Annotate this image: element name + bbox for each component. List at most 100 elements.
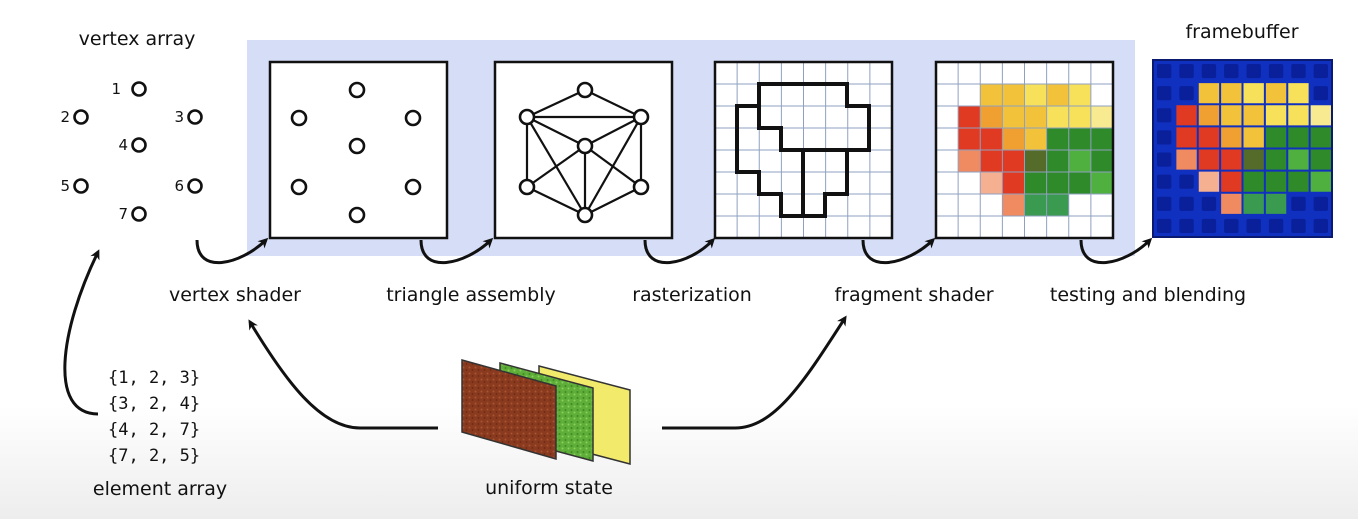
framebuffer-cell [1265,83,1287,104]
fragment-cell [1002,194,1025,216]
framebuffer-bg-cell [1157,174,1172,189]
framebuffer-bg-cell [1201,64,1217,79]
framebuffer-bg-cell [1201,218,1217,233]
fragment-cell [958,150,981,172]
fragment-cell [1002,128,1025,150]
framebuffer-cell [1198,171,1220,192]
framebuffer-cell [1176,149,1197,170]
triangle-assembly-panel [493,60,674,240]
vertex-label-2: 2 [60,108,70,126]
framebuffer-cell [1221,149,1242,170]
framebuffer-bg-cell [1179,174,1194,189]
rasterization-panel [713,60,894,240]
framebuffer-bg-cell [1291,196,1306,211]
fragment-cell [1024,106,1047,128]
arrow-uniform-to-fragment-shader [662,315,847,430]
fragment-cell [1024,84,1047,106]
fragment-cell [1090,172,1113,194]
arrow-to-fragment-shader [861,237,936,265]
fragment-cell [980,128,1003,150]
framebuffer-bg-cell [1179,218,1194,233]
fragment-grid [936,62,1113,238]
uniform-state-textures [461,359,631,465]
framebuffer-cell [1243,171,1264,192]
framebuffer-bg-cell [1291,64,1306,79]
fragment-cell [1002,150,1025,172]
framebuffer-bg-cell [1157,108,1172,123]
vertex-point [348,81,366,99]
vertex-label-1: 1 [111,80,121,98]
triangle-mesh [525,89,643,216]
vertex-label-7: 7 [118,205,128,223]
framebuffer-cell [1288,127,1309,148]
framebuffer-bg-cell [1313,86,1328,101]
framebuffer-bg-cell [1157,86,1172,101]
fragment-cell [1068,106,1091,128]
framebuffer-bg-cell [1246,64,1261,79]
framebuffer-cell [1221,171,1242,192]
stage-label-testing-and-blending: testing and blending [1050,284,1246,306]
framebuffer-panel [1152,59,1333,238]
stage-label-rasterization: rasterization [632,284,752,306]
raster-outline [735,82,871,218]
framebuffer-bg-cell [1179,64,1194,79]
vertex-array: 1 2 3 4 5 6 7 [60,80,203,223]
fragment-cell [1002,84,1025,106]
framebuffer-cell [1243,127,1264,148]
vertex-point-6 [187,178,203,194]
framebuffer-bg-cell [1246,218,1261,233]
framebuffer-cell [1221,127,1242,148]
framebuffer-bg-cell [1201,196,1217,211]
framebuffer-cell [1265,105,1287,126]
framebuffer-bg-cell [1179,196,1194,211]
stage-label-vertex-shader: vertex shader [169,284,301,306]
framebuffer-bg-cell [1313,196,1328,211]
framebuffer-cell [1198,105,1220,126]
stage-label-fragment-shader: fragment shader [834,284,993,306]
vertex-point [404,109,422,127]
fragment-cell [980,150,1003,172]
vertex-point-3 [187,109,203,125]
vertex-point-7 [131,206,147,222]
fragment-shader-panel [934,60,1115,240]
framebuffer-bg-cell [1157,152,1172,167]
element-array-row: {7, 2, 5} [108,446,200,466]
framebuffer-cell [1176,105,1197,126]
fragment-cell [1090,106,1113,128]
uniform-state-title: uniform state [485,477,613,499]
framebuffer-cell [1243,193,1264,214]
vertex-point-2 [73,109,89,125]
texture-red [461,359,557,460]
fragment-cell [1046,172,1069,194]
framebuffer-cell [1243,149,1264,170]
framebuffer-cell [1265,149,1287,170]
framebuffer-cell [1198,83,1220,104]
framebuffer-cell [1243,105,1264,126]
framebuffer-bg-cell [1268,218,1284,233]
fragment-cell [980,172,1003,194]
raster-divider [757,106,805,216]
framebuffer-cell [1198,127,1220,148]
vertex-point [290,178,308,196]
fragment-cell [1068,84,1091,106]
element-array-title: element array [93,478,227,500]
framebuffer-cell [1221,105,1242,126]
framebuffer-bg-cell [1224,218,1239,233]
fragment-cell [1090,128,1113,150]
framebuffer-cell [1265,193,1287,214]
vertex-array-title: vertex array [79,28,196,50]
vertex-label-4: 4 [118,136,128,154]
fragment-cell [1002,106,1025,128]
framebuffer-cell [1198,149,1220,170]
framebuffer-bg-cell [1179,86,1194,101]
vertex-label-3: 3 [174,108,184,126]
fragment-cell [958,128,981,150]
fragment-cell [1002,172,1025,194]
arrow-to-vertex-shader [195,237,269,265]
framebuffer-cell [1288,171,1309,192]
fragment-cell [980,106,1003,128]
fragment-cell [1068,150,1091,172]
fragment-cell [1068,128,1091,150]
framebuffer-bg-cell [1157,196,1172,211]
